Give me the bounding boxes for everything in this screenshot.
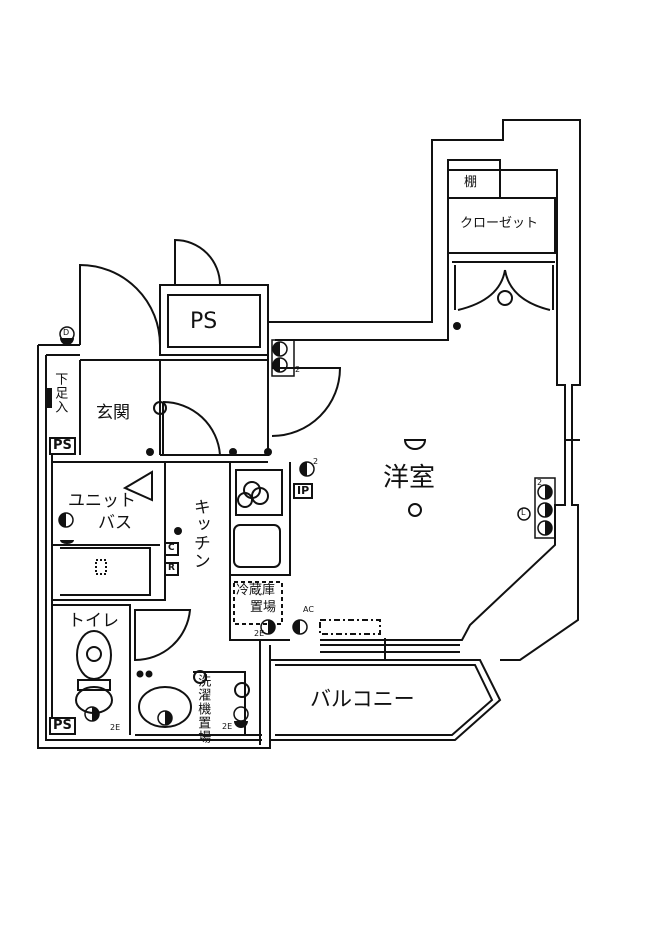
room-label-unit-bath-2: バス [98, 513, 132, 533]
room-label-entrance: 玄関 [96, 403, 130, 423]
room-label-shoe-storage: 下足入 [52, 372, 68, 414]
symbol-2e-washer: 2E [222, 722, 233, 731]
symbol-r: R [164, 562, 179, 576]
symbol-d: D [63, 328, 70, 337]
symbol-2-b: 2 [313, 457, 319, 466]
room-label-closet: クローゼット [460, 216, 539, 231]
inner-wall-main [275, 159, 566, 641]
room-label-fridge-2: 置場 [250, 600, 277, 615]
ps-label-main: PS [190, 309, 218, 334]
ps-label-bottom: PS [49, 717, 76, 736]
symbol-l: L [521, 508, 526, 517]
room-label-unit-bath-1: ユニット [68, 491, 136, 511]
symbol-2e-fridge: 2E [254, 629, 265, 638]
entrance-door [79, 263, 161, 346]
room-label-toilet: トイレ [68, 611, 119, 631]
closet-box [447, 197, 556, 254]
balcony-outline [269, 659, 502, 741]
symbol-2e-toilet: 2E [110, 723, 121, 732]
room-label-washer: 洗濯機置場 [195, 674, 211, 744]
symbol-ac: AC [303, 605, 314, 614]
ps-label-left: PS [49, 437, 76, 456]
outer-wall-main [268, 119, 581, 661]
hall-door [162, 400, 221, 456]
room-label-fridge-1: 冷蔵庫 [236, 583, 276, 598]
room-label-balcony: バルコニー [310, 687, 415, 711]
room-label-kitchen: キッチン [189, 498, 210, 570]
symbol-c: C [164, 542, 179, 556]
closet-door [454, 265, 554, 311]
fridge-space [233, 581, 283, 625]
room-label-shelf: 棚 [464, 175, 478, 190]
room-door [271, 367, 342, 437]
room-label-western-room: 洋室 [383, 463, 436, 493]
inner-wall-left-block [45, 354, 262, 741]
symbol-2-a: 2 [295, 365, 301, 374]
symbol-ip: IP [293, 483, 314, 500]
symbol-2-c: 2 [537, 478, 543, 487]
ac-unit [319, 619, 381, 635]
ps-box [159, 284, 269, 356]
